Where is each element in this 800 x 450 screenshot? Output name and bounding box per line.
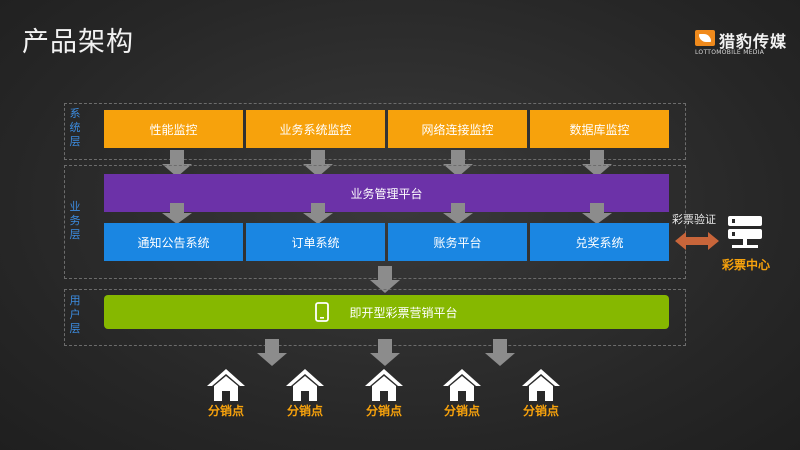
house-icon <box>443 369 481 401</box>
down-arrow-icon <box>443 203 473 224</box>
user-layer-label-text: 用户层 <box>69 294 81 335</box>
down-arrow-icon <box>162 150 192 177</box>
system-layer-label: 系统层 <box>68 107 82 149</box>
down-arrow-icon <box>303 203 333 224</box>
business-item-order: 订单系统 <box>246 223 385 261</box>
business-item-notice: 通知公告系统 <box>104 223 243 261</box>
down-arrow-icon <box>370 339 400 366</box>
instant-lottery-platform-label: 即开型彩票营销平台 <box>349 305 458 320</box>
down-arrow-icon <box>443 150 473 177</box>
house-icon <box>522 369 560 401</box>
brand-logo: 猎豹传媒 LOTTOMOBILE MEDIA <box>695 28 791 58</box>
system-item-performance: 性能监控 <box>104 110 243 148</box>
outlet-2: 分销点 <box>275 368 335 419</box>
system-item-network-monitor: 网络连接监控 <box>388 110 527 148</box>
outlet-4: 分销点 <box>432 368 492 419</box>
business-item-prize: 兑奖系统 <box>530 223 669 261</box>
system-layer-frame <box>64 103 686 160</box>
lottery-center-label: 彩票中心 <box>722 258 771 272</box>
down-arrow-icon <box>582 150 612 177</box>
outlet-label: 分销点 <box>207 404 244 418</box>
house-icon <box>207 369 245 401</box>
user-layer-label: 用户层 <box>68 294 82 336</box>
user-layer-frame <box>64 289 686 346</box>
house-icon <box>365 369 403 401</box>
phone-icon <box>315 302 330 322</box>
down-arrow-icon <box>162 203 192 224</box>
down-arrow-icon <box>582 203 612 224</box>
server-icon <box>728 216 762 248</box>
double-arrow-icon <box>675 232 719 250</box>
leopard-logo-icon <box>695 30 715 46</box>
outlet-5: 分销点 <box>511 368 571 419</box>
system-item-business-monitor: 业务系统监控 <box>246 110 385 148</box>
outlet-1: 分销点 <box>196 368 256 419</box>
business-layer-label-text: 业务层 <box>69 200 81 241</box>
brand-name-en: LOTTOMOBILE MEDIA <box>695 49 765 56</box>
business-management-platform: 业务管理平台 <box>104 174 669 212</box>
business-layer-frame <box>64 165 686 279</box>
page-title: 产品架构 <box>22 27 134 58</box>
instant-lottery-platform: 即开型彩票营销平台 <box>104 295 669 329</box>
brand-name-cn: 猎豹传媒 <box>719 32 788 51</box>
system-item-database-monitor: 数据库监控 <box>530 110 669 148</box>
system-layer-label-text: 系统层 <box>69 107 81 148</box>
outlet-label: 分销点 <box>443 404 480 418</box>
verification-label: 彩票验证 <box>672 213 716 226</box>
down-arrow-icon <box>485 339 515 366</box>
business-layer-label: 业务层 <box>68 200 82 242</box>
outlet-3: 分销点 <box>354 368 414 419</box>
down-arrow-icon <box>257 339 287 366</box>
business-item-accounting: 账务平台 <box>388 223 527 261</box>
outlet-label: 分销点 <box>286 404 323 418</box>
house-icon <box>286 369 324 401</box>
down-arrow-icon <box>303 150 333 177</box>
outlet-label: 分销点 <box>365 404 402 418</box>
outlet-label: 分销点 <box>522 404 559 418</box>
